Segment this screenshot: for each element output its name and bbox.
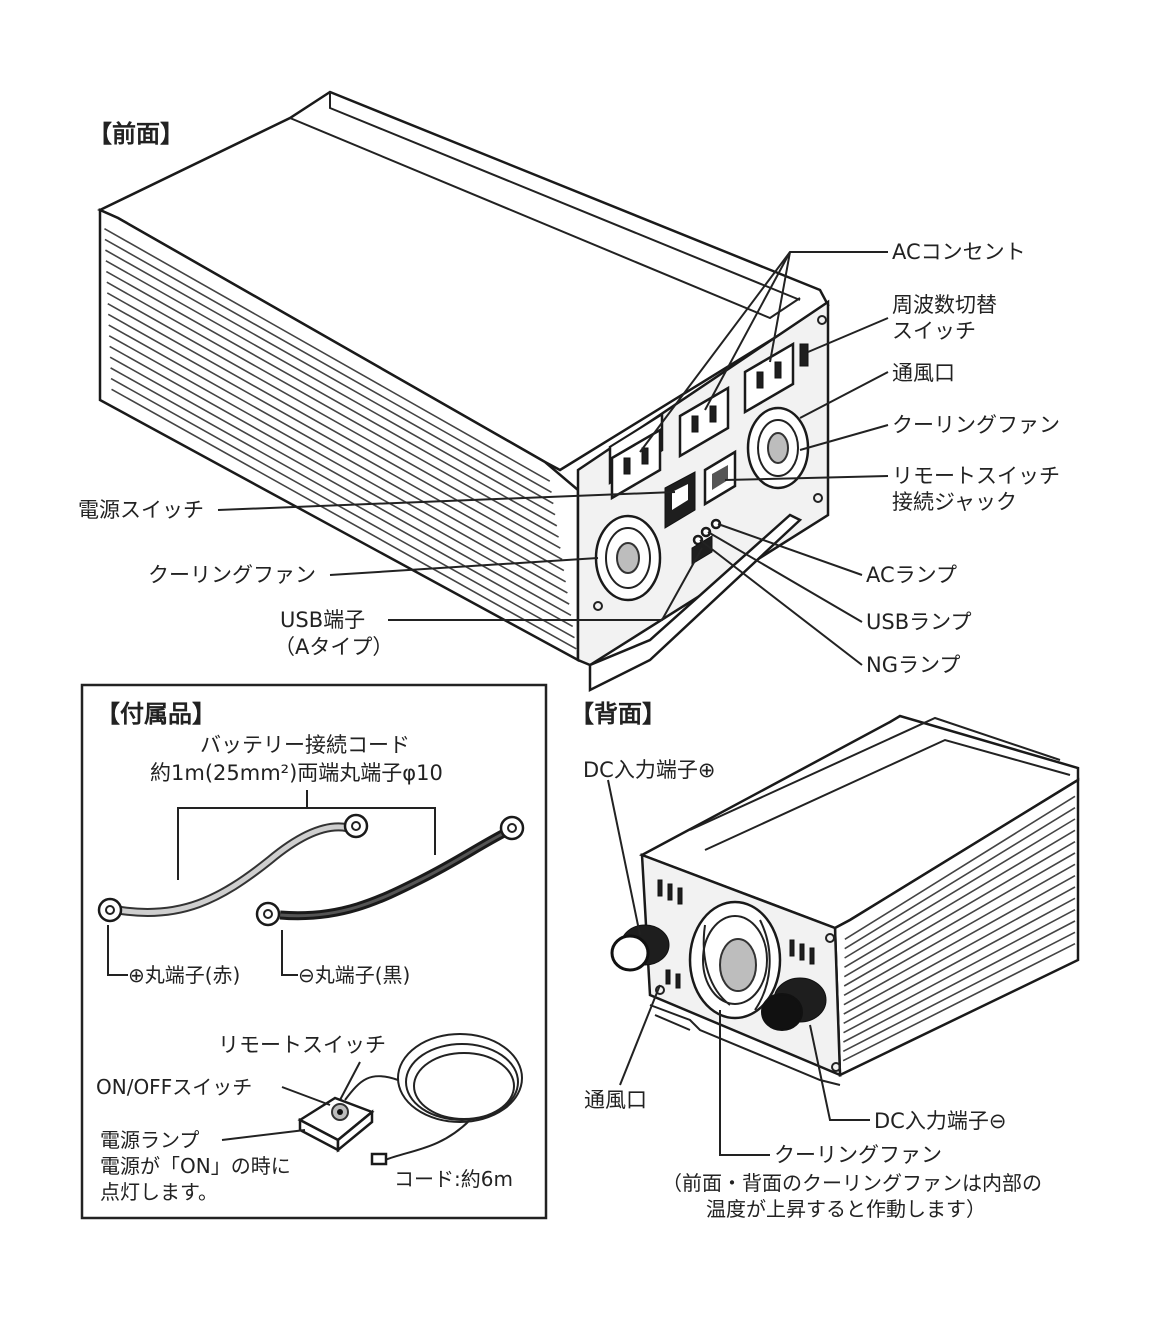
back-inverter-body — [610, 714, 1080, 1086]
accessories-frame — [80, 683, 548, 1220]
label-power-lamp-2: 電源が「ON」の時に — [100, 1154, 291, 1178]
back-fin — [842, 931, 1076, 1053]
label-back-note-1: （前面・背面のクーリングファンは内部の — [662, 1171, 1042, 1195]
front-right-fan — [746, 406, 810, 490]
label-ac-outlet: ACコンセント — [892, 240, 1026, 264]
label-remote-switch: リモートスイッチ — [218, 1033, 386, 1057]
front-title: 【前面】 — [88, 120, 184, 148]
cord-bracket — [177, 807, 436, 880]
back-top-ridge — [689, 716, 1061, 831]
back-fin — [844, 829, 1076, 969]
label-minus-terminal: ⊖丸端子(黒) — [298, 963, 410, 987]
cord-title-1: バッテリー接続コード — [200, 733, 410, 757]
accessories-title: 【付属品】 — [96, 700, 216, 728]
label-power-lamp-1: 電源ランプ — [100, 1128, 199, 1152]
label-back-vent: 通風口 — [584, 1088, 647, 1112]
front-leader-lines — [217, 251, 889, 666]
power-switch — [664, 471, 696, 529]
label-remote-jack-1: リモートスイッチ — [892, 464, 1060, 488]
back-fin — [842, 942, 1076, 1062]
front-fin — [105, 270, 558, 527]
dc-terminal-minus — [761, 977, 827, 1031]
label-power-switch: 電源スイッチ — [78, 498, 204, 522]
back-leader-lines — [607, 779, 870, 1156]
label-ng-lamp: NGランプ — [866, 653, 960, 677]
front-top-ridge — [289, 117, 801, 320]
front-fin — [109, 345, 570, 605]
frequency-switch — [799, 343, 809, 367]
back-fin — [843, 886, 1076, 1015]
label-freq-switch-2: スイッチ — [892, 319, 976, 343]
label-onoff-switch: ON/OFFスイッチ — [96, 1075, 252, 1099]
front-fin — [110, 377, 575, 639]
back-title: 【背面】 — [570, 700, 666, 728]
back-fin — [844, 795, 1076, 941]
back-fin — [843, 908, 1076, 1034]
front-fin — [105, 260, 556, 516]
ac-outlets — [610, 341, 795, 501]
accessories-panel: 【付属品】 バッテリー接続コード 約1m(25mm²)両端丸端子φ10 ⊕丸端子… — [80, 683, 548, 1220]
front-fin — [108, 324, 567, 583]
back-fin — [843, 897, 1076, 1025]
back-view: 【背面】 — [570, 700, 1080, 1221]
battery-cord-red — [97, 813, 369, 923]
label-dc-minus: DC入力端子⊖ — [874, 1109, 1006, 1133]
label-cooling-fan-right: クーリングファン — [892, 413, 1060, 437]
label-cooling-fan-left: クーリングファン — [148, 563, 316, 587]
back-fin — [843, 920, 1076, 1043]
label-freq-switch-1: 周波数切替 — [892, 293, 997, 317]
back-fin — [843, 863, 1076, 997]
front-top-ridge-2 — [329, 92, 801, 301]
back-fin — [843, 852, 1076, 987]
front-fin — [111, 388, 577, 650]
label-ac-lamp: ACランプ — [866, 563, 957, 587]
front-view: 【前面】 — [78, 90, 1060, 693]
label-plus-terminal: ⊕丸端子(赤) — [128, 963, 240, 987]
front-left-fan — [594, 514, 662, 602]
label-usb-terminal-1: USB端子 — [280, 608, 365, 632]
back-fin — [844, 806, 1076, 950]
front-fin — [110, 367, 574, 628]
front-fin — [107, 313, 565, 572]
front-side-fins — [104, 228, 577, 650]
back-fin — [843, 840, 1076, 978]
front-fin — [104, 238, 552, 494]
back-vents — [657, 879, 815, 989]
front-fin — [106, 292, 561, 549]
back-cooling-fan — [688, 900, 782, 1020]
dc-terminal-plus — [610, 924, 670, 972]
back-side-fins — [842, 795, 1076, 1062]
label-usb-terminal-2: （Aタイプ） — [274, 635, 393, 659]
front-fin — [106, 281, 559, 538]
front-fin — [104, 228, 551, 482]
remote-switch-box — [297, 1096, 375, 1153]
cord-title-2: 約1m(25mm²)両端丸端子φ10 — [150, 761, 443, 785]
back-fin — [843, 874, 1076, 1006]
label-cord-length: コード:約6m — [394, 1167, 513, 1191]
battery-cord-black — [255, 815, 525, 927]
remote-switch-cable — [344, 1033, 523, 1166]
front-fin — [107, 302, 563, 561]
usb-lamp — [700, 526, 712, 538]
label-front-vent: 通風口 — [892, 361, 955, 385]
front-fin — [109, 356, 572, 616]
front-fin — [105, 249, 554, 505]
front-inverter-body — [97, 90, 830, 693]
back-fin — [844, 818, 1076, 959]
label-back-cooling-fan: クーリングファン — [774, 1143, 942, 1167]
label-power-lamp-3: 点灯します。 — [100, 1180, 218, 1204]
label-usb-lamp: USBランプ — [866, 610, 971, 634]
label-back-note-2: 温度が上昇すると作動します） — [706, 1197, 986, 1221]
front-base-foot — [588, 513, 803, 693]
front-fin — [108, 335, 568, 594]
remote-switch-jack-port — [712, 465, 728, 490]
label-remote-jack-2: 接続ジャック — [892, 490, 1017, 514]
label-dc-plus: DC入力端子⊕ — [583, 758, 715, 782]
